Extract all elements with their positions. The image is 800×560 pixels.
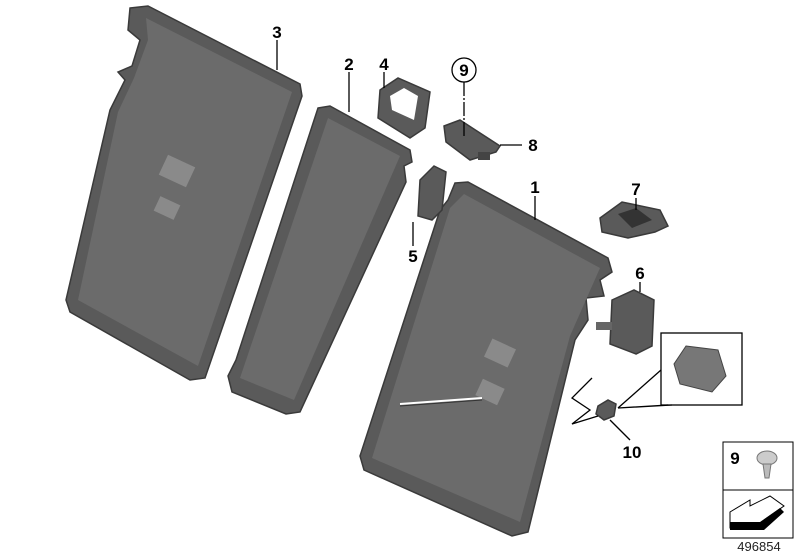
callout-2: 2 [344,55,353,74]
callout-6: 6 [635,264,644,283]
part-7-trim[interactable] [599,201,670,239]
callout-7: 7 [631,180,640,199]
callout-3: 3 [272,23,281,42]
callout-9-circle [451,57,477,83]
part-5-cover[interactable] [417,165,447,221]
legend-box: 9 [722,441,794,539]
callout-4: 4 [379,55,389,74]
screw-icon [756,450,778,479]
part-4-trim[interactable] [377,77,431,139]
callout-8: 8 [528,136,537,155]
seat-heating-switch-icon [673,345,727,393]
callout-5: 5 [408,247,417,266]
part-10-switch[interactable] [570,377,617,425]
callout-9: 9 [459,61,468,80]
part-1-panel[interactable] [359,181,613,537]
legend-item-number: 9 [730,449,739,468]
diagram-id: 496854 [737,539,781,554]
part-3-panel[interactable] [65,5,303,381]
arrow-icon [729,495,785,530]
callout-1: 1 [530,178,539,197]
part-2-panel[interactable] [227,105,413,415]
part-8-trim[interactable] [443,119,502,161]
callout-10: 10 [623,443,642,462]
inset-detail-box [617,332,743,409]
part-6-block[interactable] [596,289,655,355]
